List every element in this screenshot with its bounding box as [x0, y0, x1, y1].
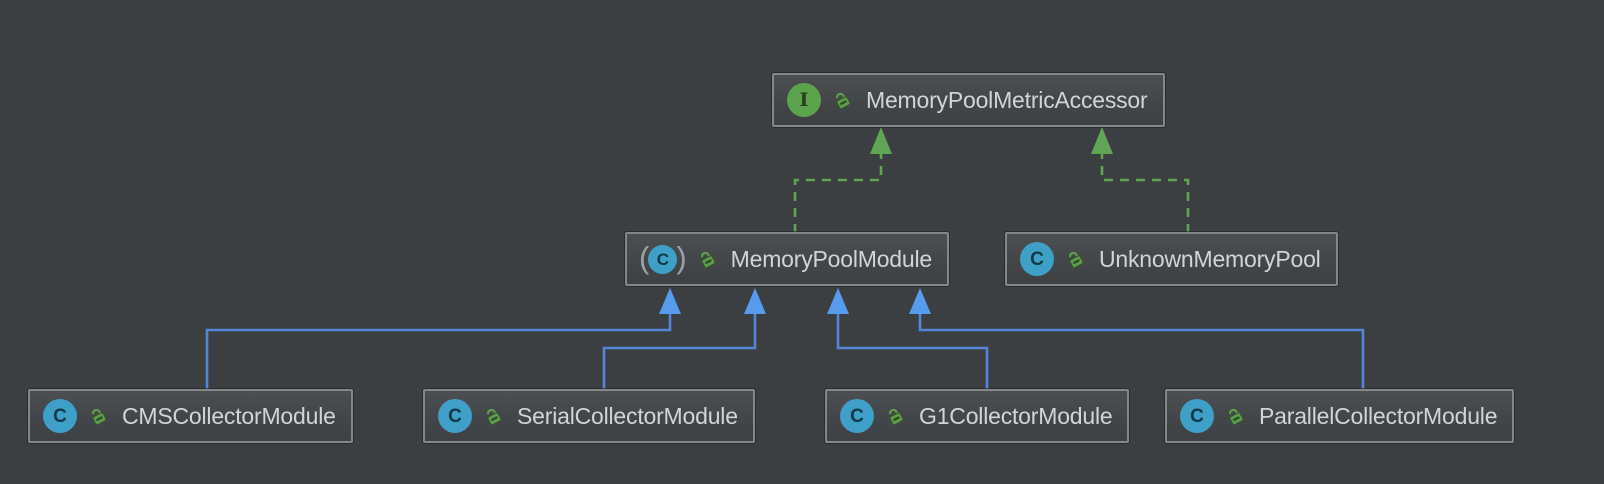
- class-node-g1collectormodule[interactable]: C G1CollectorModule: [825, 389, 1130, 443]
- triangle-arrowhead: [909, 288, 931, 314]
- abstract-paren-open: (: [639, 239, 650, 275]
- public-lock-icon: [1223, 405, 1246, 428]
- class-node-serialcollectormodule[interactable]: C SerialCollectorModule: [423, 389, 755, 443]
- public-lock-icon: [883, 405, 906, 428]
- abstract-class-icon: ( C ): [639, 239, 687, 275]
- triangle-arrowhead: [827, 288, 849, 314]
- class-name-label: ParallelCollectorModule: [1259, 402, 1498, 429]
- class-icon: C: [1180, 399, 1214, 433]
- realization-edge-memorypoolmodule[interactable]: [793, 127, 892, 233]
- class-name-label: G1CollectorModule: [919, 402, 1113, 429]
- inheritance-edge-cmscollectormodule[interactable]: [205, 288, 681, 390]
- public-lock-icon: [86, 405, 109, 428]
- class-icon: C: [1020, 242, 1054, 276]
- interface-icon: I: [787, 83, 821, 117]
- public-lock-icon: [1063, 248, 1086, 271]
- inheritance-edge-line: [205, 312, 672, 390]
- public-lock-icon: [695, 248, 718, 271]
- class-icon: C: [648, 244, 678, 274]
- hollow-triangle-arrowhead: [1091, 127, 1113, 154]
- realization-edge-line: [1100, 152, 1190, 233]
- realization-edge-unknownmemorypool[interactable]: [1091, 127, 1190, 233]
- class-icon: C: [438, 399, 472, 433]
- class-icon: C: [840, 399, 874, 433]
- inheritance-edge-line: [836, 312, 989, 390]
- class-name-label: CMSCollectorModule: [122, 402, 336, 429]
- hollow-triangle-arrowhead: [870, 127, 892, 154]
- class-node-memorypoolmodule[interactable]: ( C ) MemoryPoolModule: [625, 232, 949, 286]
- realization-edge-line: [793, 152, 883, 233]
- public-lock-icon: [830, 89, 853, 112]
- inheritance-edge-line: [918, 312, 1365, 390]
- inheritance-edge-g1collectormodule[interactable]: [827, 288, 989, 390]
- class-icon: C: [43, 399, 77, 433]
- inheritance-edge-parallelcollectormodule[interactable]: [909, 288, 1365, 390]
- class-name-label: MemoryPoolMetricAccessor: [866, 86, 1148, 113]
- triangle-arrowhead: [744, 288, 766, 314]
- inheritance-edge-serialcollectormodule[interactable]: [602, 288, 766, 390]
- class-node-cmscollectormodule[interactable]: C CMSCollectorModule: [28, 389, 353, 443]
- class-name-label: MemoryPoolModule: [730, 245, 933, 272]
- class-node-memorypoolmetricaccessor[interactable]: I MemoryPoolMetricAccessor: [772, 73, 1165, 127]
- class-name-label: SerialCollectorModule: [517, 402, 738, 429]
- abstract-paren-close: ): [676, 239, 687, 275]
- public-lock-icon: [481, 405, 504, 428]
- class-node-unknownmemorypool[interactable]: C UnknownMemoryPool: [1005, 232, 1338, 286]
- class-node-parallelcollectormodule[interactable]: C ParallelCollectorModule: [1165, 389, 1515, 443]
- triangle-arrowhead: [659, 288, 681, 314]
- class-name-label: UnknownMemoryPool: [1099, 245, 1321, 272]
- inheritance-edge-line: [602, 312, 757, 390]
